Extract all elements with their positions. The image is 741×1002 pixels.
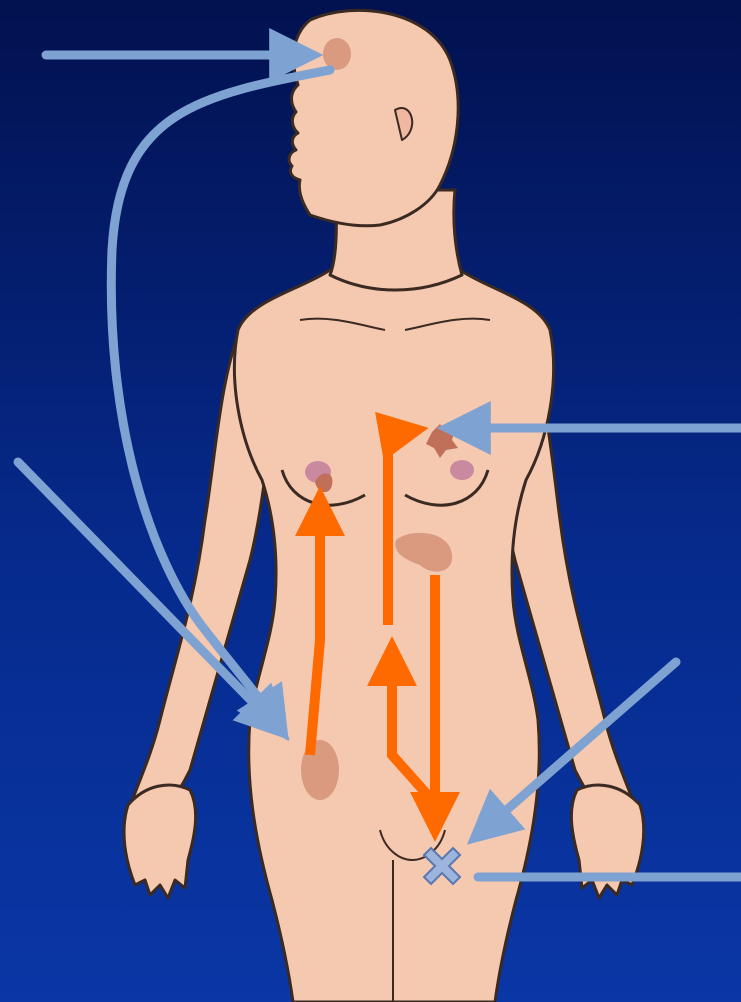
brain-lesion	[323, 38, 351, 70]
head	[289, 10, 458, 225]
right-hand	[124, 785, 196, 898]
